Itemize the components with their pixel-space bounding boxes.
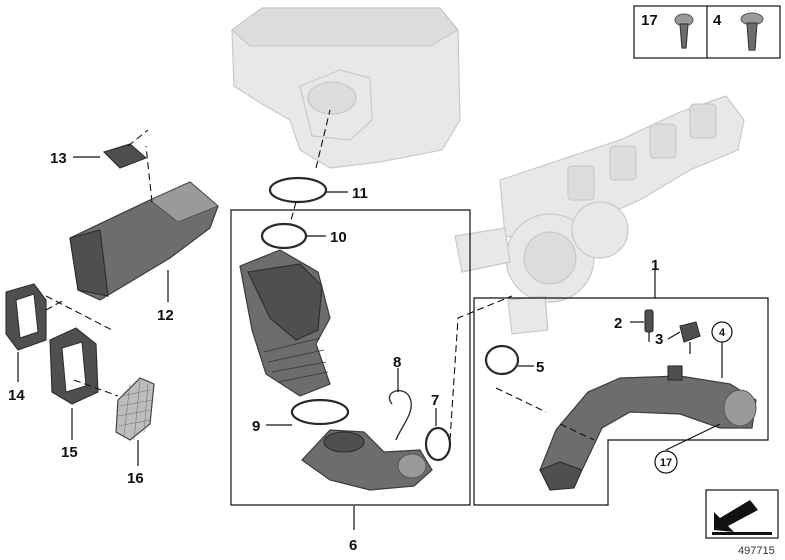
part-2-sensor — [644, 309, 654, 342]
fastener-box: 17 4 — [633, 5, 781, 59]
diagram-number: 497715 — [738, 545, 775, 557]
turbocharger-ghost — [454, 201, 629, 335]
callout-6: 6 — [349, 537, 357, 554]
orientation-arrow-icon — [712, 500, 772, 535]
exhaust-manifold-ghost — [499, 95, 745, 241]
part-5-ring — [484, 344, 520, 376]
callout-8: 8 — [393, 354, 401, 371]
part-12-duct — [69, 181, 219, 301]
callout-2: 2 — [614, 315, 622, 332]
part-16-mesh — [115, 377, 155, 441]
ref-circle-17-label: 17 — [660, 457, 672, 469]
part-14-seal-frame — [5, 283, 47, 351]
part-8-wire-clip — [388, 389, 412, 441]
ref-circle-4-label: 4 — [719, 327, 726, 339]
ref-circle-17: 17 — [654, 450, 678, 474]
fastener-label-17: 17 — [641, 12, 658, 29]
callout-1: 1 — [651, 257, 659, 274]
group-1-frame — [473, 297, 769, 506]
air-filter-housing-ghost — [231, 7, 461, 169]
part-15-bracket — [49, 327, 99, 405]
orientation-box — [705, 489, 779, 539]
part-13-cover — [102, 143, 148, 169]
callout-9: 9 — [252, 418, 260, 435]
callout-10: 10 — [330, 229, 347, 246]
callout-11: 11 — [352, 185, 368, 202]
group-6-frame — [230, 209, 471, 506]
callout-5: 5 — [536, 359, 544, 376]
part-3-sensor — [679, 321, 701, 354]
part-7-ring — [424, 426, 452, 462]
screw-17-icon — [674, 13, 694, 49]
part-9-clamp — [290, 398, 350, 426]
callout-15: 15 — [61, 444, 78, 461]
callout-16: 16 — [127, 470, 144, 487]
resonator-elbow — [301, 429, 433, 491]
fastener-label-4: 4 — [713, 12, 722, 29]
screw-4-icon — [740, 12, 764, 51]
callout-7: 7 — [431, 392, 439, 409]
callout-labels: 1 2 3 5 6 7 8 9 10 11 12 13 14 15 16 — [8, 150, 663, 554]
leader-lines — [17, 109, 723, 530]
charge-air-pipe — [539, 365, 757, 491]
ref-circle-4: 4 — [711, 321, 733, 343]
intake-hose — [239, 249, 331, 397]
part-10-ring — [260, 222, 308, 250]
callout-12: 12 — [157, 307, 174, 324]
part-11-clamp — [268, 176, 328, 204]
callout-13: 13 — [50, 150, 67, 167]
callout-14: 14 — [8, 387, 25, 404]
callout-3: 3 — [655, 331, 663, 348]
